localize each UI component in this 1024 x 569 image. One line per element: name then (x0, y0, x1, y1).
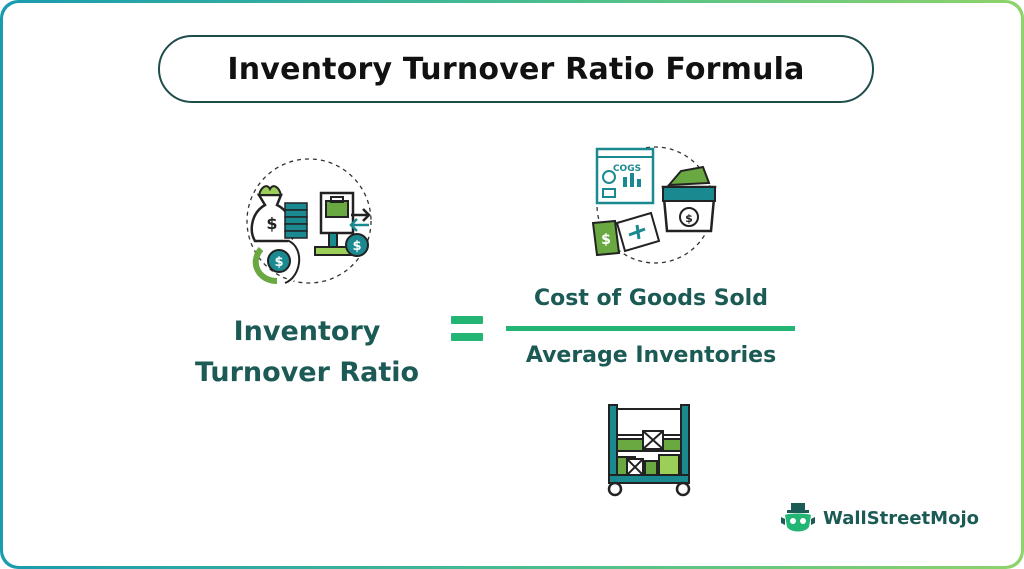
svg-text:$: $ (685, 212, 693, 225)
canvas: Inventory Turnover Ratio Formula $ $ $ (3, 3, 1021, 566)
cogs-basket-icon: COGS $ $ (591, 146, 717, 264)
warehouse-cart-icon (607, 404, 691, 497)
svg-text:$: $ (601, 232, 611, 248)
formula-lhs: Inventory Turnover Ratio (173, 311, 441, 393)
svg-text:$: $ (352, 239, 361, 254)
fraction-bar (506, 326, 795, 331)
lhs-line-1: Inventory (233, 316, 381, 347)
denominator: Average Inventories (525, 343, 777, 368)
equals-sign (451, 316, 483, 342)
page-title: Inventory Turnover Ratio Formula (227, 51, 805, 87)
lhs-line-2: Turnover Ratio (194, 357, 420, 388)
svg-text:COGS: COGS (613, 164, 641, 174)
wallstreetmojo-logo-icon (781, 503, 815, 532)
svg-text:$: $ (266, 214, 277, 233)
equals-bar-bottom (451, 333, 483, 341)
title-pill: Inventory Turnover Ratio Formula (158, 35, 874, 103)
numerator: Cost of Goods Sold (534, 286, 768, 311)
money-bag-shop-icon: $ $ $ (246, 158, 372, 286)
brand-name: WallStreetMojo (823, 507, 979, 529)
svg-text:$: $ (274, 255, 283, 270)
brand: WallStreetMojo (779, 501, 979, 535)
equals-bar-top (451, 316, 483, 324)
